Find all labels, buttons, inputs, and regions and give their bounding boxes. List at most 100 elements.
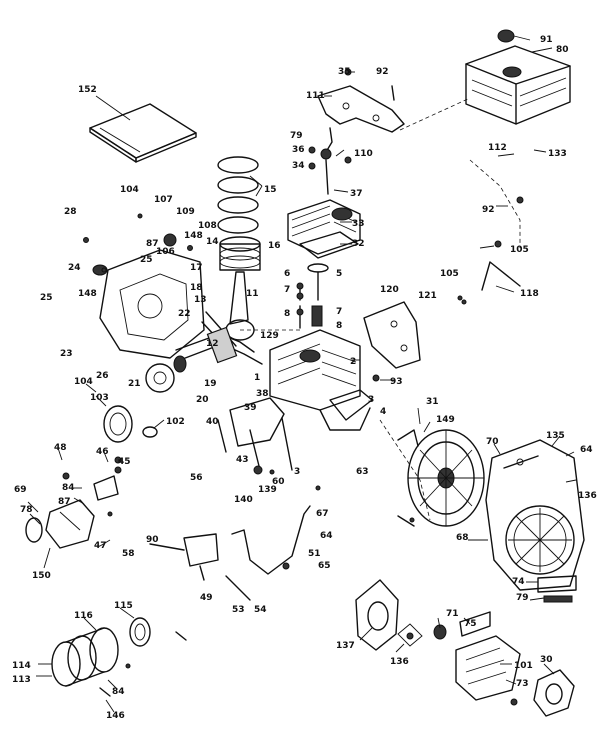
callout-7b: 7 — [336, 307, 342, 317]
callout-22: 22 — [178, 309, 191, 319]
carburetor — [25, 499, 95, 549]
callout-107: 107 — [154, 195, 173, 205]
callout-20: 20 — [196, 395, 209, 405]
callout-32: 32 — [352, 239, 365, 249]
callout-106: 106 — [156, 247, 175, 257]
valve-train — [296, 263, 329, 329]
callout-25b: 25 — [40, 293, 53, 303]
callout-135: 135 — [546, 431, 565, 441]
callout-64b: 64 — [320, 531, 333, 541]
oil-seal — [103, 405, 158, 443]
callout-3: 3 — [368, 395, 374, 405]
callout-16: 16 — [268, 241, 281, 251]
callout-28: 28 — [64, 207, 77, 217]
callout-37: 37 — [350, 189, 363, 199]
callout-104b: 104 — [74, 377, 93, 387]
callout-149: 149 — [436, 415, 455, 425]
callout-133: 133 — [548, 149, 567, 159]
callout-38: 38 — [256, 389, 269, 399]
callout-84: 84 — [62, 483, 75, 493]
callout-103: 103 — [90, 393, 109, 403]
muffler-shield — [363, 301, 421, 369]
callout-64: 64 — [580, 445, 593, 455]
callout-39: 39 — [244, 403, 257, 413]
callout-148: 148 — [184, 231, 203, 241]
leader-lines — [27, 35, 577, 713]
callout-150: 150 — [32, 571, 51, 581]
callout-34: 34 — [292, 161, 305, 171]
callout-110: 110 — [354, 149, 373, 159]
callout-43: 43 — [236, 455, 249, 465]
governor-linkage — [217, 397, 293, 475]
callout-136b: 136 — [390, 657, 409, 667]
callout-30: 30 — [540, 655, 553, 665]
fuel-tank — [465, 29, 571, 125]
callout-51: 51 — [308, 549, 321, 559]
callout-56: 56 — [190, 473, 203, 483]
callout-113: 113 — [12, 675, 31, 685]
callout-31: 31 — [426, 397, 439, 407]
callout-102: 102 — [166, 417, 185, 427]
callout-labels: 152 35 92 111 91 80 79 36 34 110 37 112 … — [12, 35, 597, 721]
flywheel — [397, 429, 485, 527]
callout-75: 75 — [464, 619, 477, 629]
callout-23: 23 — [60, 349, 73, 359]
callout-47: 47 — [94, 541, 107, 551]
callout-108: 108 — [198, 221, 217, 231]
callout-115: 115 — [114, 601, 133, 611]
callout-4: 4 — [380, 407, 386, 417]
callout-35: 35 — [338, 67, 351, 77]
starter-parts — [433, 611, 491, 640]
blower-housing — [485, 439, 585, 591]
callout-92b: 92 — [482, 205, 495, 215]
callout-69: 69 — [14, 485, 27, 495]
callout-105b: 105 — [440, 269, 459, 279]
callout-58: 58 — [122, 549, 135, 559]
crankshaft — [173, 326, 263, 373]
callout-1: 1 — [254, 373, 260, 383]
callout-19: 19 — [204, 379, 217, 389]
rotating-screen — [537, 575, 577, 603]
throttle-control — [149, 533, 219, 581]
callout-146: 146 — [106, 711, 125, 721]
callout-70: 70 — [486, 437, 499, 447]
callout-80: 80 — [556, 45, 569, 55]
callout-87: 87 — [146, 239, 159, 249]
callout-84b: 84 — [112, 687, 125, 697]
crankcase-cover — [92, 249, 205, 359]
callout-21: 21 — [128, 379, 141, 389]
callout-24: 24 — [68, 263, 81, 273]
callout-111: 111 — [306, 91, 325, 101]
callout-40: 40 — [206, 417, 219, 427]
callout-7: 7 — [284, 285, 290, 295]
callout-129: 129 — [260, 331, 279, 341]
callout-65: 65 — [318, 561, 331, 571]
cylinder-head — [287, 199, 361, 259]
callout-49: 49 — [200, 593, 213, 603]
callout-71: 71 — [446, 609, 459, 619]
hardware-fasteners — [83, 196, 524, 697]
crankcase-block — [269, 329, 373, 431]
callout-118: 118 — [520, 289, 539, 299]
callout-139: 139 — [258, 485, 277, 495]
callout-91: 91 — [540, 35, 553, 45]
callout-18: 18 — [190, 283, 203, 293]
callout-93: 93 — [390, 377, 403, 387]
manual-booklet — [89, 103, 197, 163]
callout-152: 152 — [78, 85, 97, 95]
callout-12: 12 — [206, 339, 219, 349]
starter-handle — [533, 669, 575, 717]
callout-105: 105 — [510, 245, 529, 255]
callout-48: 48 — [54, 443, 67, 453]
callout-114: 114 — [12, 661, 31, 671]
callout-36: 36 — [292, 145, 305, 155]
callout-25: 25 — [140, 255, 153, 265]
callout-26: 26 — [96, 371, 109, 381]
callout-54: 54 — [254, 605, 267, 615]
callout-2: 2 — [350, 357, 356, 367]
callout-3b: 3 — [294, 467, 300, 477]
callout-11: 11 — [246, 289, 259, 299]
callout-87b: 87 — [58, 497, 71, 507]
callout-8: 8 — [284, 309, 290, 319]
callout-46: 46 — [96, 447, 109, 457]
